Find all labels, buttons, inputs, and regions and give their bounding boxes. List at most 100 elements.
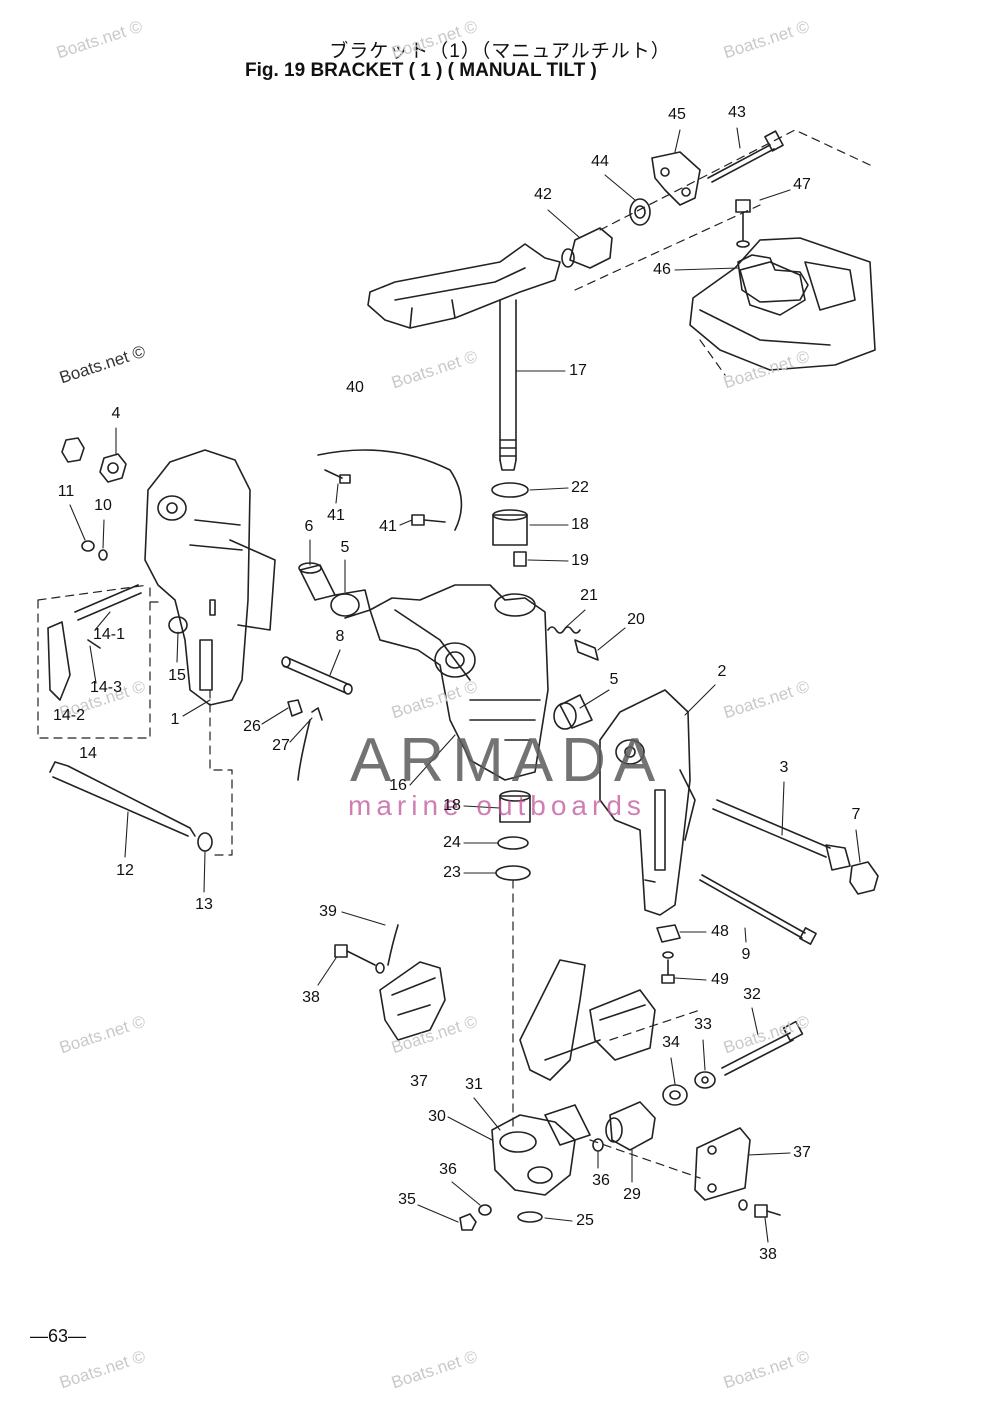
part-callout: 37: [793, 1144, 811, 1161]
through-bolt-9: [699, 874, 817, 945]
part-callout: 34: [662, 1034, 680, 1051]
nut-11: [81, 540, 95, 552]
page-title: Fig. 19 BRACKET ( 1 ) ( MANUAL TILT ): [245, 60, 597, 81]
thumb-screw-14: [47, 584, 142, 701]
part-callout: 20: [627, 611, 645, 628]
dashed-guide-lower: [512, 879, 701, 1179]
part-callout: 18: [443, 797, 461, 814]
part-callout: 32: [743, 986, 761, 1003]
part-callout: 12: [116, 862, 134, 879]
washer-22: [491, 482, 529, 498]
dashed-box-14: [37, 584, 161, 739]
part-callout: 44: [591, 153, 609, 170]
part-callout: 37: [410, 1073, 428, 1090]
bolt-38-upper: [334, 944, 385, 974]
nut-35: [459, 1213, 477, 1231]
part-callout: 9: [741, 946, 751, 963]
part-callout: 41: [327, 507, 345, 524]
steering-arm: [367, 243, 561, 329]
bushing-5-right: [553, 694, 593, 730]
mount-plate-45: [651, 151, 701, 206]
washer-36-left: [478, 1204, 492, 1216]
part-callout: 27: [272, 737, 290, 754]
bolt-32: [721, 1020, 804, 1076]
screw-41-lower: [411, 514, 446, 526]
rubber-mount-42: [561, 227, 613, 269]
leader-lines: [69, 127, 861, 1243]
part-callout: 23: [443, 864, 461, 881]
brand-watermark-subtitle: marine outboards: [348, 790, 646, 821]
grease-nipple-26: [287, 699, 303, 717]
tilt-rod-12: [49, 761, 196, 837]
part-callout: 11: [57, 483, 75, 500]
part-callout: 8: [335, 628, 345, 645]
part-callout: 45: [668, 106, 686, 123]
grease-nipple-27: [311, 707, 323, 721]
spring-13: [197, 832, 213, 852]
pin-20: [574, 639, 599, 661]
ground-wire-40: [317, 449, 463, 531]
page-title-jp: ブラケット（1）（マニュアルチルト）: [329, 41, 671, 62]
part-callout: 40: [346, 379, 364, 396]
mount-cover: [737, 254, 809, 303]
part-callout: 17: [569, 362, 587, 379]
part-callout: 35: [398, 1191, 416, 1208]
rubber-mount-29: [605, 1101, 656, 1151]
dashed-guide-upper: [574, 129, 871, 376]
bushing-18-upper: [492, 509, 528, 546]
part-callout: 48: [711, 923, 729, 940]
key-19: [513, 551, 527, 567]
brand-watermark: ARMADA: [350, 726, 664, 795]
part-callout: 7: [851, 806, 861, 823]
lower-mount-30: [491, 1114, 576, 1196]
washer-33: [694, 1071, 716, 1089]
part-callout: 36: [592, 1172, 610, 1189]
washer-23: [495, 865, 531, 881]
part-callout: 24: [443, 834, 461, 851]
part-callout: 14: [79, 745, 97, 762]
swivel-bracket-16: [369, 584, 549, 781]
bushing-5-left: [330, 589, 371, 619]
bolt-38-lower: [738, 1199, 781, 1218]
spring-21: [547, 626, 581, 634]
part-callout: 46: [653, 261, 671, 278]
part-callout: 6: [304, 518, 314, 535]
upper-mount-bracket: [689, 237, 876, 371]
part-callout: 22: [571, 479, 589, 496]
pipe-8: [281, 656, 353, 695]
part-callout: 30: [428, 1108, 446, 1125]
part-callout: 49: [711, 971, 729, 988]
washer-34: [662, 1084, 688, 1106]
lower-casing: [519, 959, 601, 1081]
bolt-47: [735, 199, 751, 248]
part-callout: 13: [195, 896, 213, 913]
part-callout: 4: [111, 405, 121, 422]
part-callout: 21: [580, 587, 598, 604]
part-callout: 2: [717, 663, 727, 680]
part-callout: 25: [576, 1212, 594, 1229]
washer-36-right: [592, 1138, 604, 1152]
part-callout: 33: [694, 1016, 712, 1033]
bolt-49: [661, 951, 675, 984]
clamp-bracket-1: [144, 449, 276, 706]
part-callout: 39: [319, 903, 337, 920]
nut-top-left: [61, 437, 85, 463]
part-callout: 38: [759, 1246, 777, 1263]
part-callout: 26: [243, 718, 261, 735]
part-callout: 10: [94, 497, 112, 514]
part-callout: 42: [534, 186, 552, 203]
part-callout: 29: [623, 1186, 641, 1203]
ground-wire-39: [297, 719, 399, 966]
bracket-plate-37: [694, 1127, 751, 1201]
part-callout: 16: [389, 777, 407, 794]
bolt-15: [168, 616, 188, 634]
part-callout: 36: [439, 1161, 457, 1178]
nut-48: [656, 924, 681, 943]
part-callout: 5: [609, 671, 619, 688]
swivel-shaft-17: [499, 299, 517, 471]
screw-41-upper: [324, 469, 351, 484]
part-callout: 38: [302, 989, 320, 1006]
part-callout: 14-1: [92, 626, 126, 643]
part-callout: 15: [168, 667, 186, 684]
